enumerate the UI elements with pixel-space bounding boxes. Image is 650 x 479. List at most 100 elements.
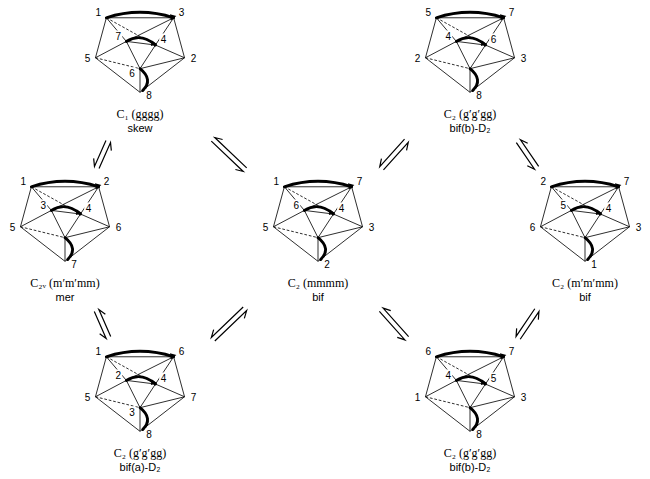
vertex-number: 8 — [145, 429, 153, 440]
vertex-number: 7 — [190, 391, 198, 402]
vertex-number: 6 — [178, 345, 186, 356]
isomer-structure: C₂ (g′g′gg)bif(a)-D₂ — [76, 342, 204, 476]
dodecahedron-figure — [273, 181, 362, 261]
vertex-number: 5 — [560, 200, 568, 211]
structure-caption: C₂ (g′g′gg)bif(b)-D₂ — [406, 107, 534, 135]
equilibrium-arrow — [211, 307, 246, 341]
isomer-name: bif(b)-D₂ — [406, 121, 534, 135]
equilibrium-arrow — [516, 140, 538, 170]
structure-caption: C₂ (g′g′gg)bif(b)-D₂ — [406, 446, 534, 474]
structure-caption: C₂ᵥ (m′m′mm)mer — [1, 276, 129, 304]
vertex-number: 6 — [293, 200, 301, 211]
arrow-stroke — [211, 307, 243, 337]
vertex-number: 3 — [635, 221, 643, 232]
dodecahedron-figure — [95, 12, 184, 92]
vertex-number: 7 — [508, 345, 516, 356]
isomer-name: bif — [254, 290, 382, 304]
vertex-number: 7 — [70, 259, 78, 270]
arrow-stroke — [383, 142, 408, 170]
symmetry-label: C₂ (mmmm) — [254, 276, 382, 290]
vertex-number: 3 — [40, 200, 48, 211]
vertex-number: 2 — [414, 52, 422, 63]
arrow-stroke — [520, 140, 538, 167]
vertex-number: 7 — [356, 175, 364, 186]
arrow-stroke — [379, 311, 405, 340]
arrow-stroke — [99, 310, 111, 337]
vertex-number: 8 — [145, 90, 153, 101]
structure-caption: C₂ (g′g′gg)bif(a)-D₂ — [76, 446, 204, 474]
arrow-stroke — [215, 311, 247, 341]
vertex-number: 7 — [508, 6, 516, 17]
vertex-number: 5 — [9, 221, 17, 232]
dodecahedron-figure — [425, 12, 514, 92]
isomer-name: bif(a)-D₂ — [76, 460, 204, 474]
vertex-number: 1 — [414, 391, 422, 402]
vertex-number: 4 — [445, 370, 453, 381]
vertex-number: 3 — [368, 221, 376, 232]
vertex-number: 3 — [178, 6, 186, 17]
vertex-number: 6 — [128, 67, 136, 78]
equilibrium-arrow — [211, 138, 246, 172]
arrow-stroke — [211, 141, 243, 171]
vertex-number: 4 — [160, 34, 168, 45]
vertex-number: 3 — [520, 52, 528, 63]
vertex-number: 4 — [160, 373, 168, 384]
arrow-stroke — [383, 308, 409, 337]
equilibrium-arrow — [94, 310, 110, 339]
vertex-number: 6 — [425, 345, 433, 356]
vertex-number: 1 — [95, 345, 103, 356]
vertex-number: 6 — [529, 221, 537, 232]
vertex-number: 3 — [520, 391, 528, 402]
vertex-number: 5 — [425, 6, 433, 17]
isomer-name: bif(b)-D₂ — [406, 460, 534, 474]
vertex-number: 3 — [128, 406, 136, 417]
equilibrium-arrow — [379, 308, 408, 340]
arrow-stroke — [94, 141, 106, 167]
dodecahedron-figure — [95, 351, 184, 431]
vertex-number: 2 — [103, 175, 111, 186]
vertex-number: 8 — [475, 90, 483, 101]
vertex-number: 4 — [85, 203, 93, 214]
structure-caption: C₁ (gggg)skew — [76, 107, 204, 135]
symmetry-label: C₂ (m′m′mm) — [521, 276, 649, 290]
isomer-structure: C₂ (g′g′gg)bif(b)-D₂ — [406, 3, 534, 137]
arrow-stroke — [516, 309, 535, 337]
vertex-number: 2 — [323, 259, 331, 270]
vertex-number: 2 — [115, 370, 123, 381]
isomer-name: skew — [76, 121, 204, 135]
symmetry-label: C₂ (g′g′gg) — [406, 107, 534, 121]
vertex-number: 7 — [623, 175, 631, 186]
vertex-number: 6 — [115, 221, 123, 232]
equilibrium-arrow — [516, 309, 539, 340]
vertex-number: 4 — [338, 203, 346, 214]
isomer-structure: C₂ (g′g′gg)bif(b)-D₂ — [406, 342, 534, 476]
dodecahedron-figure — [540, 181, 629, 261]
structure-caption: C₂ (mmmm)bif — [254, 276, 382, 304]
arrow-stroke — [215, 138, 247, 168]
symmetry-label: C₁ (gggg) — [76, 107, 204, 121]
vertex-number: 2 — [190, 52, 198, 63]
equilibrium-arrow — [380, 139, 409, 170]
isomer-structure: C₂ᵥ (m′m′mm)mer — [1, 172, 129, 306]
arrow-stroke — [380, 139, 405, 167]
vertex-number: 6 — [490, 34, 498, 45]
vertex-number: 5 — [262, 221, 270, 232]
vertex-number: 4 — [445, 31, 453, 42]
vertex-number: 1 — [273, 175, 281, 186]
isomer-name: mer — [1, 290, 129, 304]
arrow-stroke — [99, 143, 111, 169]
vertex-number: 1 — [95, 6, 103, 17]
symmetry-label: C₂ᵥ (m′m′mm) — [1, 276, 129, 290]
vertex-number: 4 — [605, 203, 613, 214]
vertex-number: 2 — [540, 175, 548, 186]
equilibrium-arrow — [94, 141, 112, 169]
structure-caption: C₂ (m′m′mm)bif — [521, 276, 649, 304]
dodecahedron-figure — [425, 351, 514, 431]
vertex-number: 5 — [84, 391, 92, 402]
isomer-name: bif — [521, 290, 649, 304]
vertex-number: 7 — [115, 31, 123, 42]
symmetry-label: C₂ (g′g′gg) — [406, 446, 534, 460]
